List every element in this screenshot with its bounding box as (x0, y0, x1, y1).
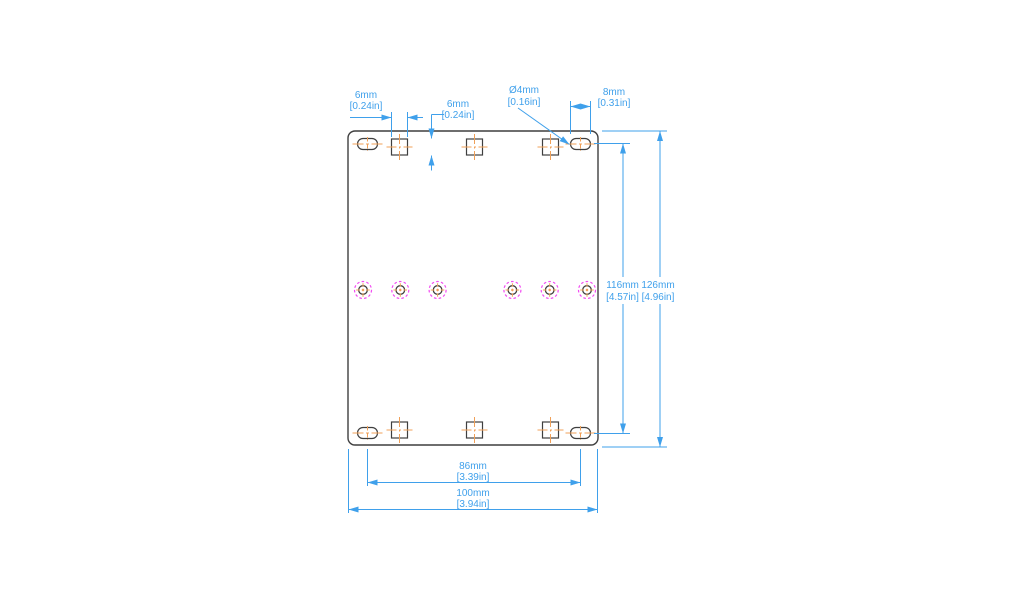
dim-slot-hspacing-in: [3.39in] (457, 472, 490, 483)
dim-slot-hspacing-mm: 86mm (459, 461, 487, 472)
dim-square-height (428, 114, 444, 171)
dimension-graphics (348, 101, 667, 513)
dim-plate-height-in: [4.96in] (642, 292, 675, 303)
dim-slot-length-mm: 8mm (603, 87, 625, 98)
dim-slot-diameter-in: [0.16in] (508, 97, 541, 108)
dim-slot-vspacing-mm: 116mm (606, 280, 639, 291)
dim-slot-length-in: [0.31in] (598, 98, 631, 109)
dim-plate-width-mm: 100mm (456, 488, 489, 499)
hole-center-dots (361, 288, 589, 292)
dim-slot-diameter-mm: Ø4mm (509, 85, 539, 96)
dim-slot-diameter-leader (517, 107, 570, 145)
dim-plate-width (348, 449, 598, 513)
dim-square-width-mm: 6mm (355, 90, 377, 101)
dim-square-height-mm: 6mm (447, 99, 469, 110)
dim-square-width-in: [0.24in] (350, 101, 383, 112)
dim-plate-height-mm: 126mm (641, 280, 674, 291)
dim-square-height-in: [0.24in] (442, 110, 475, 121)
dim-slot-length (570, 101, 591, 134)
dim-slot-horizontal-spacing (367, 449, 581, 486)
dimension-labels: 6mm [0.24in] 6mm [0.24in] Ø4mm [0.16in] … (350, 85, 675, 510)
dim-slot-vertical-spacing (594, 143, 630, 434)
plate-outline (347, 130, 599, 446)
dim-plate-height (602, 130, 667, 448)
centerlines (352, 134, 596, 443)
dim-square-width (350, 112, 423, 137)
dim-slot-vspacing-in: [4.57in] (606, 292, 639, 303)
dim-plate-width-in: [3.94in] (457, 499, 490, 510)
thread-circles (353, 280, 597, 300)
